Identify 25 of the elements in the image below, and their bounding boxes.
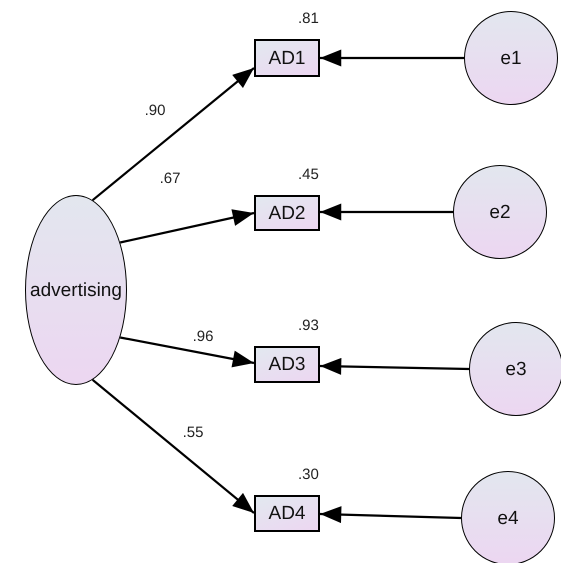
indicator-label: AD3 xyxy=(268,355,306,374)
path-coefficient: .96 xyxy=(192,328,214,344)
latent-variable-label: advertising xyxy=(30,280,122,300)
error-label: e1 xyxy=(500,48,522,68)
error-label: e3 xyxy=(505,360,527,378)
path-arrow xyxy=(320,506,462,524)
squared-multiple-correlation: .81 xyxy=(298,11,319,26)
path-arrow xyxy=(120,209,254,244)
path-arrow xyxy=(320,358,470,375)
squared-multiple-correlation: .45 xyxy=(298,167,319,182)
path-arrow xyxy=(92,378,255,514)
squared-multiple-correlation: .93 xyxy=(298,318,319,333)
error-label: e2 xyxy=(489,202,511,222)
indicator-label: AD4 xyxy=(268,504,306,523)
path-arrow xyxy=(120,336,254,368)
indicator-label: AD1 xyxy=(268,48,306,68)
path-coefficient: .90 xyxy=(144,102,166,118)
error-label: e4 xyxy=(497,508,519,528)
path-arrow xyxy=(320,50,464,66)
indicator-label: AD2 xyxy=(268,204,306,222)
path-coefficient: .55 xyxy=(182,424,204,440)
path-arrow xyxy=(92,67,255,202)
path-coefficient: .67 xyxy=(158,170,182,186)
squared-multiple-correlation: .30 xyxy=(298,467,319,482)
path-arrow xyxy=(320,204,453,220)
